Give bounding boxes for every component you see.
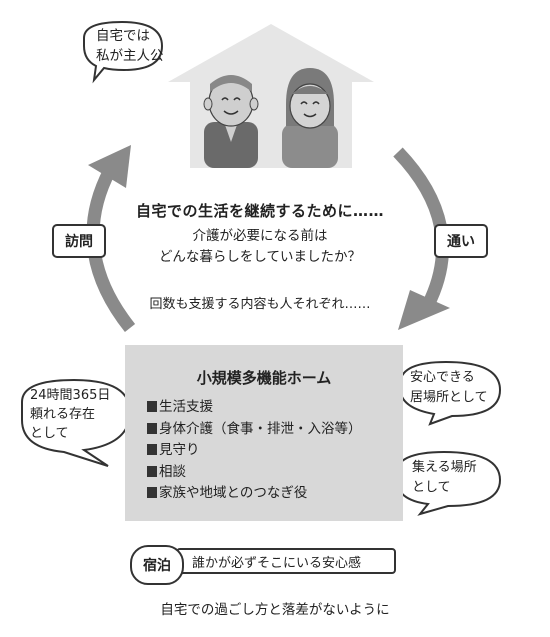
- stay-tag: 宿泊: [130, 545, 184, 585]
- house-roof: [168, 24, 374, 82]
- bubble-top-left-shape: [83, 20, 164, 84]
- house-illustration: [168, 22, 374, 168]
- list-item: 身体介護（食事・排泄・入浴等）: [147, 419, 362, 441]
- stay-text: 誰かが必ずそこにいる安心感: [176, 548, 396, 574]
- bubble-right-bottom: 集える場所 として: [412, 458, 477, 498]
- footer-caption: 自宅での過ごし方と落差がないように: [160, 602, 390, 618]
- center-note: 回数も支援する内容も人それぞれ……: [149, 297, 371, 312]
- center-question-line1: 介護が必要になる前は: [192, 228, 328, 244]
- center-question-line2: どんな暮らしをしていましたか？: [158, 249, 362, 265]
- list-item: 生活支援: [147, 397, 362, 419]
- bubble-right-top-line2: 居場所として: [410, 390, 488, 405]
- home-service-list: 生活支援 身体介護（食事・排泄・入浴等） 見守り 相談 家族や地域とのつなぎ役: [147, 397, 362, 505]
- square-bullet-icon: [147, 401, 157, 412]
- bubble-top-left-line1: 自宅では: [96, 28, 150, 44]
- bubble-right-top-shape: [399, 360, 502, 426]
- center-title: 自宅での生活を継続するために……: [135, 202, 384, 220]
- bubble-left-line2: 頼れる存在: [30, 407, 96, 422]
- bubble-right-bottom-line1: 集える場所: [412, 460, 477, 475]
- left-cycle-arrowhead: [88, 145, 131, 188]
- commute-tag: 通い: [434, 224, 488, 258]
- bubble-top-left-line2: 私が主人公: [96, 48, 164, 64]
- grandfather-icon: [203, 75, 259, 168]
- square-bullet-icon: [147, 444, 157, 455]
- center-question: 介護が必要になる前は どんな暮らしをしていましたか？: [110, 226, 410, 268]
- home-service-box: 小規模多機能ホーム 生活支援 身体介護（食事・排泄・入浴等） 見守り 相談 家族…: [125, 345, 403, 521]
- list-item: 相談: [147, 462, 362, 484]
- stay-row: 誰かが必ずそこにいる安心感 宿泊: [130, 545, 402, 585]
- bubble-right-bottom-line2: として: [412, 480, 451, 495]
- square-bullet-icon: [147, 487, 157, 498]
- list-item: 家族や地域とのつなぎ役: [147, 483, 362, 505]
- bubble-top-left: 自宅では 私が主人公: [96, 26, 164, 66]
- grandmother-icon: [282, 68, 338, 168]
- bubble-right-bottom-shape: [395, 450, 502, 516]
- bubble-left-line1: 24時間365日: [30, 388, 111, 403]
- bubble-right-top: 安心できる 居場所として: [410, 368, 488, 408]
- right-cycle-arrowhead: [398, 290, 450, 330]
- bubble-right-top-line1: 安心できる: [410, 370, 475, 385]
- list-item: 見守り: [147, 440, 362, 462]
- bubble-left: 24時間365日 頼れる存在 として: [30, 386, 110, 443]
- visit-tag: 訪問: [52, 224, 106, 258]
- bubble-left-line3: として: [30, 426, 69, 441]
- home-service-title: 小規模多機能ホーム: [196, 369, 332, 387]
- square-bullet-icon: [147, 465, 157, 477]
- square-bullet-icon: [147, 422, 157, 434]
